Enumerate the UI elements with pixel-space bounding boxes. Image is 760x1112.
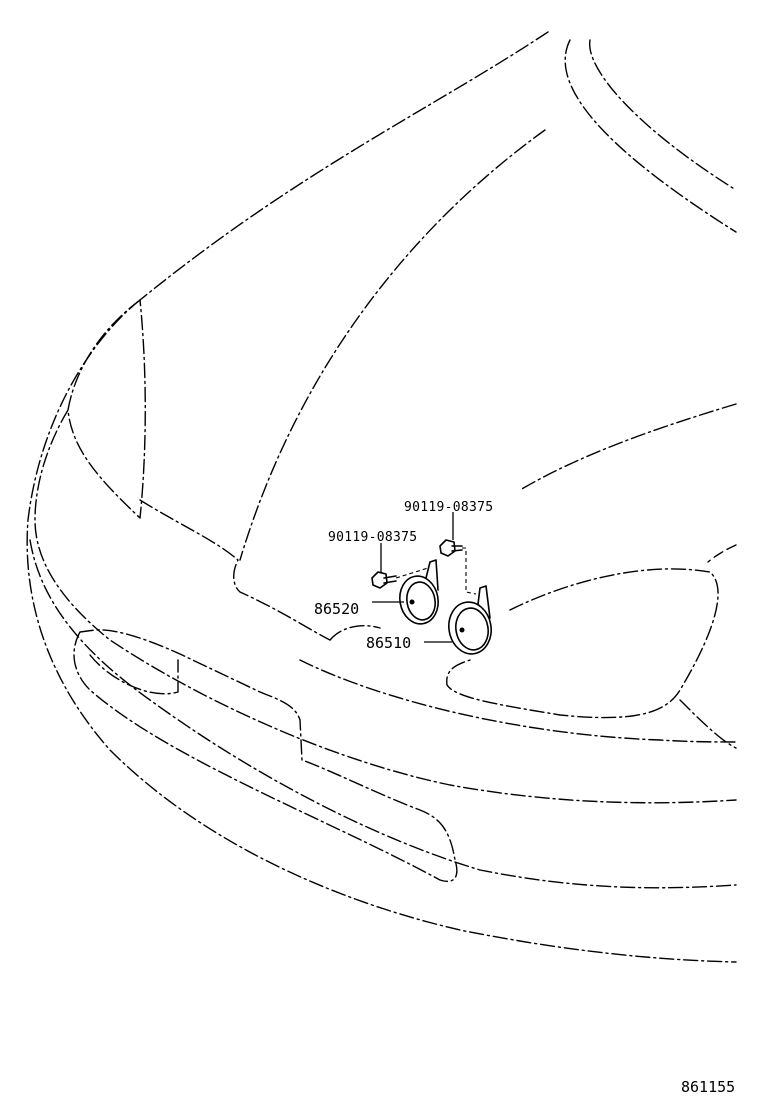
headlamp-right-lower: [679, 699, 737, 749]
mount-line-lower: [395, 567, 429, 579]
horn-high-86510: [448, 585, 492, 655]
headlamp-left: [67, 299, 146, 519]
callout-bolt-lower: 90119-08375: [328, 530, 417, 545]
grille-opening: [73, 629, 458, 882]
callout-horn-low: 86520: [314, 600, 359, 618]
bumper-mid-line: [34, 409, 737, 804]
radiator-support-line: [329, 624, 381, 641]
grille-inner-line: [89, 654, 179, 695]
callout-horn-high: 86510: [366, 634, 411, 652]
mount-line-upper: [462, 547, 477, 595]
fender-edge: [707, 544, 737, 563]
hood-crease-line: [239, 129, 546, 561]
bumper-inner-line: [29, 539, 737, 889]
bolt-icon-upper: [439, 539, 463, 557]
vehicle-phantom-outline: [26, 31, 737, 963]
hood-edge-line: [139, 31, 549, 301]
diagram-id: 861155: [681, 1078, 735, 1096]
headlamp-right: [446, 568, 719, 719]
bolt-icon-lower: [371, 571, 397, 589]
hood-front-edge: [139, 499, 331, 641]
horn-low-86520: [399, 559, 439, 625]
hood-front-right: [299, 659, 737, 743]
windshield-line: [564, 39, 737, 233]
fender-line: [519, 403, 737, 491]
bumper-outer-line: [26, 299, 737, 963]
a-pillar-line: [589, 39, 737, 191]
callout-bolt-upper: 90119-08375: [404, 500, 493, 515]
